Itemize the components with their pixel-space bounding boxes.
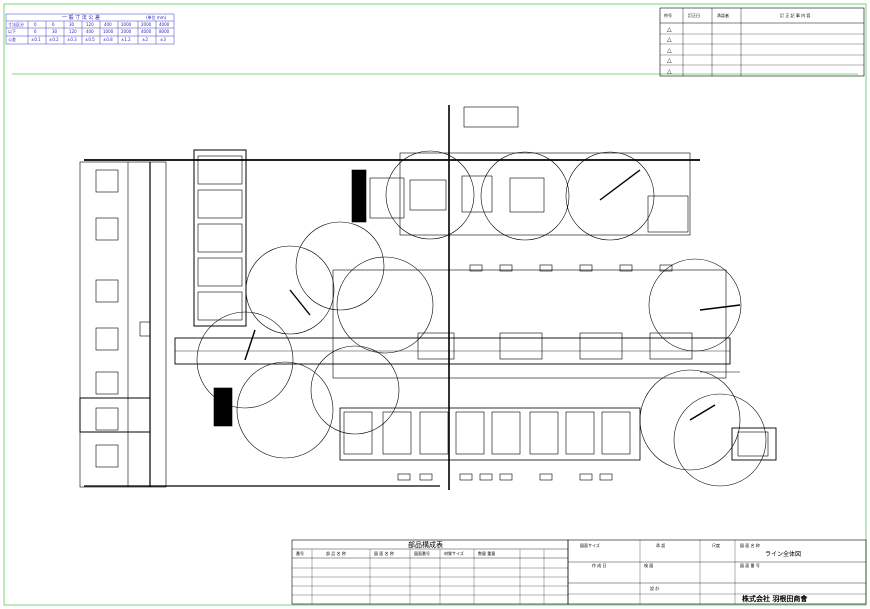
tolerance-cell: 1000 xyxy=(103,29,114,34)
robot-arms xyxy=(244,169,741,421)
tolerance-cell: 120 xyxy=(86,22,94,27)
tolerance-cell: 8000 xyxy=(159,29,170,34)
tolerance-cell: 400 xyxy=(104,22,112,27)
revision-table: 符号 訂正日 承認者 訂 正 記 事 内 容 △ △ △ △ △ xyxy=(659,7,865,77)
tolerance-cell: 1000 xyxy=(121,22,132,27)
middle-cell-frame xyxy=(332,269,727,379)
line-layout-drawing xyxy=(79,105,777,490)
black-block-top xyxy=(351,169,367,223)
tolerance-cell: 30 xyxy=(69,22,75,27)
parts-header: 図 面 名 称 xyxy=(374,550,394,556)
tolerance-cell: ±1.2 xyxy=(121,37,131,42)
revision-header: 訂 正 記 事 内 容 xyxy=(780,12,810,18)
tolerance-cell: 4000 xyxy=(159,22,170,27)
tolerance-cell: ±3 xyxy=(160,37,166,42)
tolerance-cell: 120 xyxy=(69,29,77,34)
revision-header: 承認者 xyxy=(717,12,729,18)
tolerance-unit: (単位 mm) xyxy=(146,14,167,20)
parts-header: 部 品 名 称 xyxy=(326,550,346,556)
drawing-name: ライン全体図 xyxy=(765,550,801,558)
tolerance-cell: 30 xyxy=(52,29,58,34)
parts-header: 番号 xyxy=(296,550,304,556)
parts-table-title: 部品構成表 xyxy=(408,540,443,549)
parts-table: 部品構成表 番号 部 品 名 称 図 面 名 称 図面番号 材質サイズ 数量 重… xyxy=(291,539,569,605)
revision-header: 訂正日 xyxy=(688,12,700,18)
tolerance-table: 一 般 寸 法 公 差 (単位 mm) 寸法区分 以下 公差 0 6 30 12… xyxy=(5,13,175,45)
drawing-name-label: 図 面 名 称 xyxy=(740,542,760,548)
robot-reach xyxy=(236,361,334,459)
revision-symbol: △ xyxy=(667,57,672,64)
tolerance-cell: 0 xyxy=(34,22,37,27)
tolerance-cell: ±0.1 xyxy=(31,37,41,42)
lower-fixture-row xyxy=(339,407,641,461)
robot-reach xyxy=(385,150,475,240)
left-feeder-stations xyxy=(95,169,119,468)
parts-header: 図面番号 xyxy=(414,550,430,556)
top-cell-frame xyxy=(399,152,691,236)
approved-label: 承 認 xyxy=(656,542,665,548)
tolerance-cell: 4000 xyxy=(141,29,152,34)
tolerance-cell: 6 xyxy=(34,29,37,34)
tolerance-cell: 400 xyxy=(86,29,94,34)
tolerance-cell: 2000 xyxy=(121,29,132,34)
robot-reach xyxy=(480,151,570,241)
robot-reach xyxy=(673,393,767,487)
parts-header: 数量 重量 xyxy=(478,550,495,556)
revision-symbol: △ xyxy=(667,36,672,43)
top-pallets xyxy=(469,264,673,272)
tolerance-row-label: 寸法区分 xyxy=(8,21,24,27)
unload-station xyxy=(731,427,777,461)
sheet-border xyxy=(3,3,867,606)
revision-symbol: △ xyxy=(667,26,672,33)
revision-symbol: △ xyxy=(667,68,672,75)
revision-header: 符号 xyxy=(664,12,672,18)
vertical-buffer-rack xyxy=(193,149,247,327)
tolerance-cell: ±0.8 xyxy=(103,37,113,42)
title-block: 図面サイズ 承 認 図 面 名 称 ライン全体図 尺度 作 成 日 検 図 設 … xyxy=(567,539,867,605)
robot-reach xyxy=(245,245,335,335)
robot-reach xyxy=(295,221,385,311)
robot-reach xyxy=(196,311,294,409)
revision-symbol: △ xyxy=(667,47,672,54)
left-feeder-frame xyxy=(79,161,167,488)
tolerance-row-label: 以下 xyxy=(8,29,16,34)
tolerance-title: 一 般 寸 法 公 差 xyxy=(62,14,100,21)
parts-header: 材質サイズ xyxy=(444,550,464,556)
drawing-number-label: 図 面 番 号 xyxy=(740,562,760,568)
tolerance-row-label: 公差 xyxy=(8,36,16,42)
tolerance-cell: ±0.5 xyxy=(85,37,95,42)
robot-reach xyxy=(565,151,655,241)
company-name: 株式会社 羽根田商會 xyxy=(742,594,808,603)
design-label: 設 計 xyxy=(650,585,659,591)
black-block-left xyxy=(213,387,233,427)
bottom-pallets xyxy=(397,473,613,481)
tolerance-cell: 2000 xyxy=(141,22,152,27)
paper-size-label: 図面サイズ xyxy=(580,542,600,548)
robot-reach xyxy=(648,258,742,352)
tolerance-cell: ±0.3 xyxy=(67,37,77,42)
tolerance-cell: ±0.2 xyxy=(49,37,59,42)
checked-label: 検 図 xyxy=(644,562,653,568)
robot-reach xyxy=(310,345,400,435)
scale-label: 尺度 xyxy=(712,542,720,548)
robot-reach xyxy=(336,256,434,354)
tolerance-cell: ±2 xyxy=(142,37,148,42)
tolerance-values: 0 6 30 120 400 1000 2000 4000 6 30 120 4… xyxy=(31,22,170,42)
drawn-label: 作 成 日 xyxy=(592,562,607,568)
tolerance-cell: 6 xyxy=(52,22,55,27)
